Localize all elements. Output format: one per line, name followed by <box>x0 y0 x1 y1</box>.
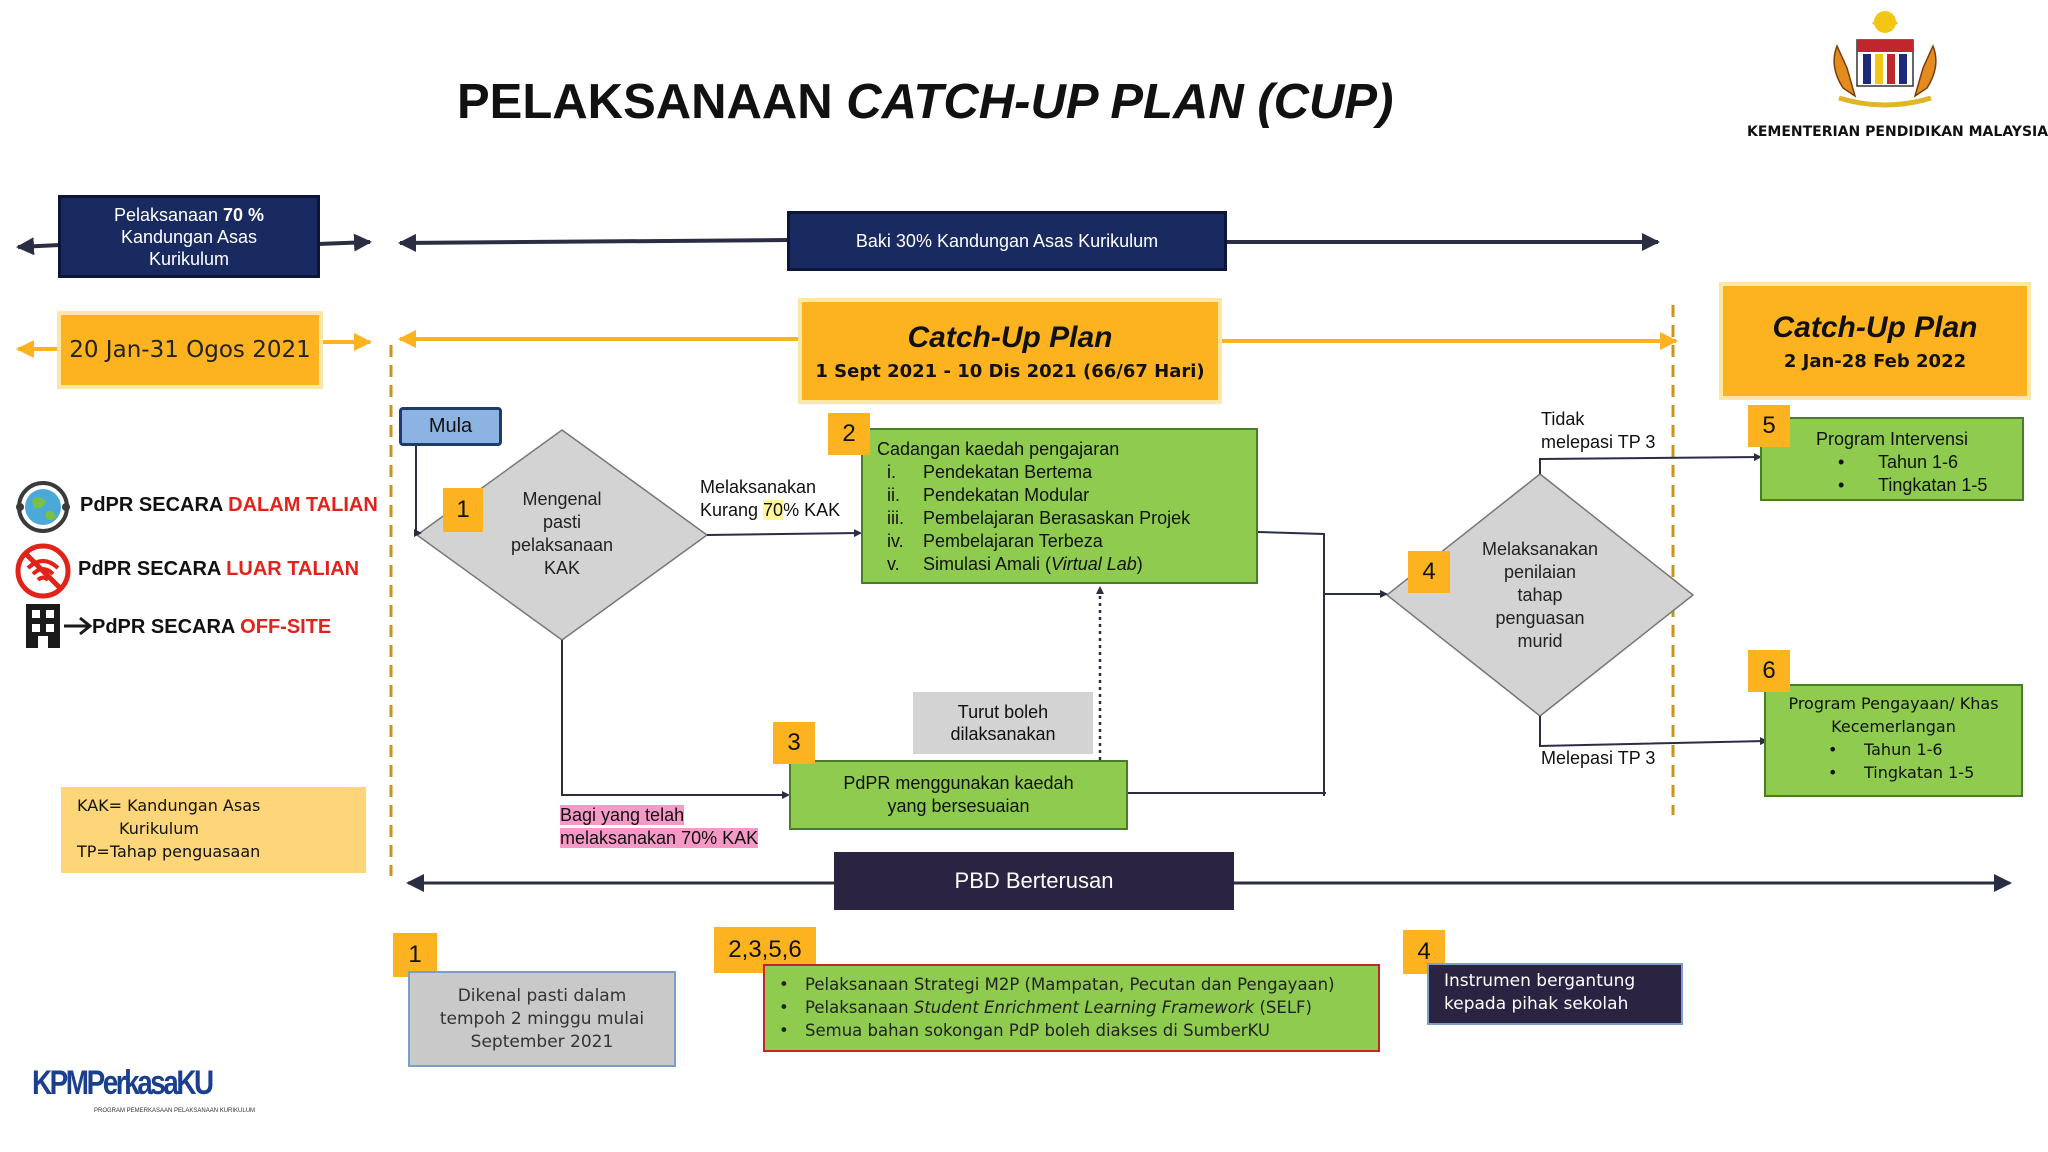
cup-main-box: Catch-Up Plan 1 Sept 2021 - 10 Dis 2021 … <box>798 298 1222 404</box>
box5-title: Program Intervensi <box>1815 429 1969 449</box>
ministry-label: KEMENTERIAN PENDIDIKAN MALAYSIA <box>1747 124 2048 140</box>
note2-box: Pelaksanaan Strategi M2P (Mampatan, Pecu… <box>763 964 1380 1052</box>
box6-item: Tahun 1-6 <box>1828 738 2021 761</box>
pdpr-dalam-label: PdPR SECARA DALAM TALIAN <box>80 494 378 516</box>
mula-label: Mula <box>428 415 473 437</box>
step-badge-4: 4 <box>1408 551 1450 593</box>
logo-sub: PROGRAM PEMERKASAAN PELAKSANAAN KURIKULU… <box>94 1108 256 1114</box>
note2-item: Pelaksanaan Student Enrichment Learning … <box>779 996 1378 1019</box>
box5-item: Tahun 1-6 <box>1838 451 2022 474</box>
crest-emblem <box>1815 6 1955 114</box>
pdpr-off-row: PdPR SECARA OFF-SITE <box>24 602 354 658</box>
pdpr-off-label: PdPR SECARA OFF-SITE <box>92 616 332 638</box>
cup-main-dates: 1 Sept 2021 - 10 Dis 2021 (66/67 Hari) <box>815 360 1205 382</box>
box-70-percent: Pelaksanaan 70 % Kandungan Asas Kurikulu… <box>58 195 320 278</box>
line-diamond4-box6 <box>1539 716 1768 748</box>
date-left-box: 20 Jan-31 Ogos 2021 <box>57 311 323 389</box>
line-box2-merge <box>1257 531 1325 796</box>
box6-item: Tingkatan 1-5 <box>1828 761 2021 784</box>
title-plain: PELAKSANAAN <box>457 75 847 129</box>
note2-item: Pelaksanaan Strategi M2P (Mampatan, Pecu… <box>779 973 1378 996</box>
step-badge-6: 6 <box>1748 650 1790 692</box>
kpm-perkasaku-logo: KPMPerkasaKU PROGRAM PEMERKASAAN PELAKSA… <box>32 1064 255 1120</box>
box-baki-30: Baki 30% Kandungan Asas Kurikulum <box>787 211 1227 271</box>
box-70-line2: Kandungan Asas <box>120 226 258 247</box>
pdpr-dalam-row: PdPR SECARA DALAM TALIAN <box>14 478 378 534</box>
step-badge-2: 2 <box>828 413 870 455</box>
pdpr-luar-label: PdPR SECARA LUAR TALIAN <box>78 558 360 580</box>
mula-start: Mula <box>399 407 502 446</box>
label-melepasi: Melepasi TP 3 <box>1541 748 1656 768</box>
timeline-right-arrow <box>317 233 372 252</box>
step-badge-3: 3 <box>773 722 815 764</box>
page-title: PELAKSANAAN CATCH-UP PLAN (CUP) <box>457 74 1393 130</box>
step-badge-5: 5 <box>1748 405 1790 447</box>
label-bagi: Bagi yang telah melaksanakan 70% KAK <box>560 805 759 848</box>
legend-box: KAK= Kandungan Asas Kurikulum TP=Tahap p… <box>61 787 366 873</box>
globe-icon <box>16 481 70 533</box>
box2-item-4: iv.Pembelajaran Terbeza <box>887 531 1103 551</box>
cup-right-dates: 2 Jan-28 Feb 2022 <box>1783 350 1967 372</box>
baki-arrow-left <box>398 233 791 252</box>
building-arrow-icon <box>26 604 93 648</box>
cup-right-title: Catch-Up Plan <box>1772 310 1978 344</box>
line-diamond4-box5 <box>1539 453 1762 474</box>
box2-title: Cadangan kaedah pengajaran <box>877 439 1120 459</box>
box5-item: Tingkatan 1-5 <box>1838 474 2022 497</box>
line-mula-diamond <box>414 445 422 537</box>
logo-main: KPMPerkasaKU <box>32 1064 214 1102</box>
box2-item-2: ii.Pendekatan Modular <box>887 485 1090 505</box>
crest-icon <box>1833 11 1937 108</box>
note2-item: Semua bahan sokongan PdP boleh diakses d… <box>779 1019 1378 1042</box>
box2-cadangan: Cadangan kaedah pengajaran i.Pendekatan … <box>861 428 1258 584</box>
step-badge-1: 1 <box>443 488 483 532</box>
pdpr-luar-row: PdPR SECARA LUAR TALIAN <box>14 542 359 599</box>
box-70-line1: Pelaksanaan 70 % <box>113 204 265 225</box>
pbd-label: PBD Berterusan <box>954 868 1114 893</box>
label-kurang-70: Melaksanakan Kurang 70% KAK <box>700 477 841 520</box>
pbd-box: PBD Berterusan <box>834 852 1234 910</box>
box2-item-3: iii.Pembelajaran Berasaskan Projek <box>887 508 1191 528</box>
box-70-line3: Kurikulum <box>148 248 230 269</box>
line-diamond-box2 <box>706 529 862 538</box>
box2-item-1: i.Pendekatan Bertema <box>887 462 1093 482</box>
baki-label: Baki 30% Kandungan Asas Kurikulum <box>855 230 1159 251</box>
title-italic: CATCH-UP PLAN (CUP) <box>846 75 1394 129</box>
timeline-left-arrow <box>16 237 61 256</box>
no-wifi-icon <box>15 543 71 599</box>
note-badge-1: 1 <box>393 933 437 977</box>
line-diamond-box3 <box>561 640 790 799</box>
box2-item-5: v.Simulasi Amali (Virtual Lab) <box>887 554 1143 574</box>
box5-intervensi: Program Intervensi Tahun 1-6 Tingkatan 1… <box>1760 417 2024 501</box>
date-left-label: 20 Jan-31 Ogos 2021 <box>69 337 311 363</box>
cup-right-box: Catch-Up Plan 2 Jan-28 Feb 2022 <box>1719 282 2031 400</box>
box6-pengayaan: Program Pengayaan/ Khas Kecemerlangan Ta… <box>1764 684 2023 797</box>
cup-main-title: Catch-Up Plan <box>907 320 1113 354</box>
